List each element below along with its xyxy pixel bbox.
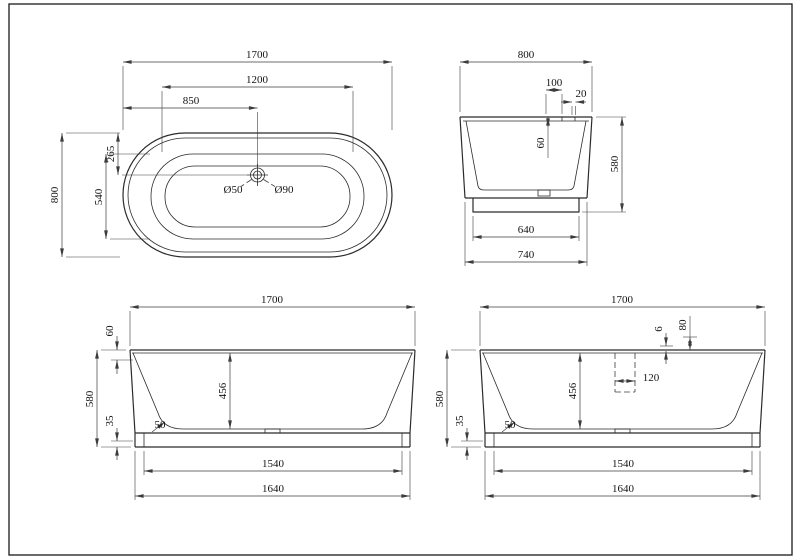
drain-leader-right [263,179,276,187]
dim-frontL-1640-label: 1640 [262,483,285,495]
dim-plan-1700-label: 1700 [246,49,269,61]
dim-frontL-1540: 1540 [143,451,403,475]
dim-frontL-35-label: 35 [104,415,116,427]
dim-frontR-1700: 1700 [479,294,766,346]
dim-end-640-label: 640 [518,224,535,236]
front-right-outline [479,349,766,448]
dim-plan-540: 540 [93,153,150,240]
plan-view: 1700 1200 850 800 540 265 [49,49,393,258]
dim-frontR-1540: 1540 [493,451,753,475]
dim-end-20: 20 [561,88,587,115]
end-tub-outline [459,116,593,213]
dim-frontR-6-label: 6 [653,326,665,332]
dim-frontL-456-label: 456 [217,382,229,399]
dim-plan-540-label: 540 [93,188,105,205]
dim-end-740: 740 [464,202,588,266]
dim-plan-1700: 1700 [122,49,393,130]
dim-frontR-35-label: 35 [454,415,466,427]
drain-symbol [240,164,276,187]
dim-frontR-r50: 50 [501,419,517,433]
plinth [472,198,580,213]
dim-frontL-1700-label: 1700 [261,294,284,306]
basin-section [465,120,587,191]
dim-frontR-580: 580 [434,349,481,448]
dim-plan-drain-large-label: Ø90 [275,184,294,196]
dim-end-60: 60 [535,117,550,158]
dim-frontR-456-label: 456 [567,382,579,399]
dim-frontR-80-label: 80 [677,319,689,331]
dim-end-580-label: 580 [609,155,621,172]
dim-plan-265: 265 [105,133,247,176]
dim-end-100-label: 100 [546,77,563,89]
basin-profile [482,352,763,430]
dim-end-60-label: 60 [535,137,547,149]
dim-frontR-35: 35 [454,415,483,460]
front-view-right: 1700 80 6 120 580 35 [434,294,766,500]
dim-frontL-580: 580 [84,349,131,448]
dim-end-640: 640 [472,216,580,241]
dim-plan-800: 800 [49,132,120,258]
dim-plan-1200-label: 1200 [246,74,269,86]
dim-frontR-1700-label: 1700 [611,294,634,306]
drain-leader-left [240,179,252,187]
dim-frontL-456: 456 [217,353,232,429]
dim-frontL-r50: 50 [151,419,167,433]
dim-frontR-580-label: 580 [434,390,446,407]
dim-frontL-580-label: 580 [84,390,96,407]
waste-fitting [537,189,551,197]
dim-frontL-r50-label: 50 [155,419,167,431]
dim-end-740-label: 740 [518,249,535,261]
dim-frontL-60: 60 [104,325,133,374]
dim-frontR-120-label: 120 [643,372,660,384]
dim-frontL-1640: 1640 [134,451,411,500]
dim-frontR-80: 80 [677,316,697,350]
dim-plan-1200: 1200 [161,74,354,152]
dim-plan-drain-small-label: Ø50 [224,184,243,196]
dim-frontR-6: 6 [653,326,673,364]
dim-frontR-1540-label: 1540 [612,458,635,470]
dim-frontL-60-label: 60 [104,325,116,337]
dim-end-100: 100 [545,77,563,114]
dim-end-580: 580 [582,116,626,213]
dim-frontR-1640-label: 1640 [612,483,635,495]
basin-profile [132,352,413,430]
dim-plan-850-label: 850 [183,95,200,107]
dim-frontR-1640: 1640 [484,451,761,500]
dim-frontL-35: 35 [104,415,133,460]
dim-frontR-456: 456 [567,353,582,429]
drain-detail [264,428,281,434]
dim-plan-265-label: 265 [105,145,117,162]
sheet-border [8,3,793,556]
dim-end-20-label: 20 [576,88,588,100]
dim-frontL-1540-label: 1540 [262,458,285,470]
dim-frontR-r50-label: 50 [505,419,517,431]
front-view-left: 1700 60 580 35 456 50 [84,294,416,500]
dim-end-800: 800 [459,49,593,112]
dim-frontL-1700: 1700 [129,294,416,346]
front-left-outline [129,349,416,448]
dim-end-800-label: 800 [518,49,535,61]
dim-plan-850: 850 [123,95,258,167]
drain-detail [614,428,631,434]
dim-frontR-120: 120 [615,372,660,384]
dim-plan-800-label: 800 [49,186,61,203]
end-view: 800 100 20 60 580 [459,49,626,266]
